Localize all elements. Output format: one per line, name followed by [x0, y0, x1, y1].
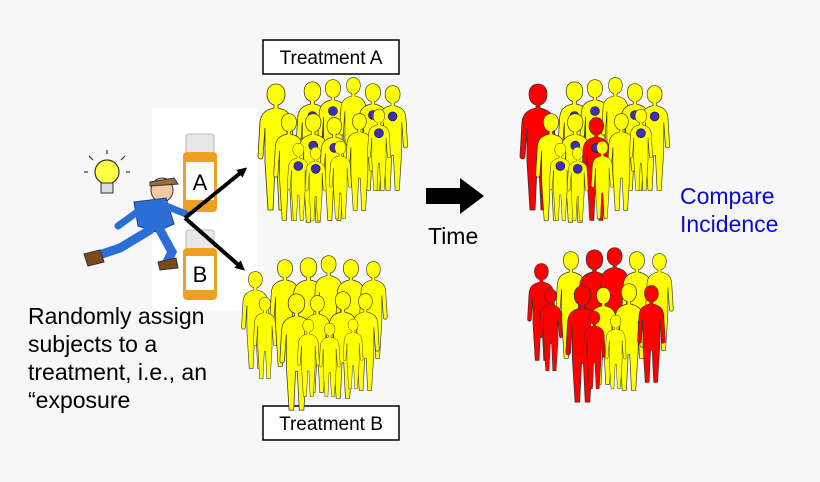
exposure-marker: [310, 164, 321, 174]
exposure-marker: [374, 128, 384, 138]
treatment-b-label: Treatment B: [279, 414, 383, 435]
assign-line-4: “exposure: [28, 387, 131, 413]
exposure-marker: [649, 111, 660, 122]
arrow-to-treatment-a: [183, 167, 248, 220]
treatment-a-label: Treatment A: [280, 48, 383, 69]
lightbulb-icon: [84, 150, 130, 194]
exposure-marker: [328, 106, 338, 116]
treatment-a-group-after: [519, 77, 670, 223]
compare-caption: Compare Incidence: [680, 182, 810, 238]
pill-bottle-b-icon: B: [183, 229, 217, 300]
assign-line-3: treatment, i.e., an: [28, 359, 207, 385]
assign-line-1: Randomly assign: [28, 303, 205, 329]
time-label: Time: [428, 223, 478, 249]
treatment-a-group-before: [257, 77, 408, 223]
bottle-b-label: B: [193, 262, 208, 287]
treatment-a-box: Treatment A: [262, 39, 400, 75]
exposure-marker: [572, 164, 583, 174]
arrow-right-icon: [426, 178, 484, 214]
pill-bottle-a-icon: A: [183, 133, 217, 212]
treatment-b-group-after: [527, 247, 674, 403]
treatment-b-box: Treatment B: [262, 405, 400, 441]
exposure-marker: [555, 161, 566, 171]
exposure-marker: [293, 161, 304, 171]
assign-line-2: subjects to a: [28, 331, 158, 357]
compare-line-2: Incidence: [680, 211, 779, 237]
exposure-marker: [590, 106, 600, 116]
arrow-to-treatment-b: [183, 216, 246, 271]
treatment-b-group-before: [241, 255, 388, 411]
running-man-icon: [83, 177, 190, 271]
compare-line-1: Compare: [680, 183, 775, 209]
exposure-marker: [636, 128, 646, 138]
assign-caption: Randomly assign subjects to a treatment,…: [28, 302, 248, 414]
bottle-a-label: A: [193, 170, 208, 195]
exposure-marker: [387, 111, 398, 122]
